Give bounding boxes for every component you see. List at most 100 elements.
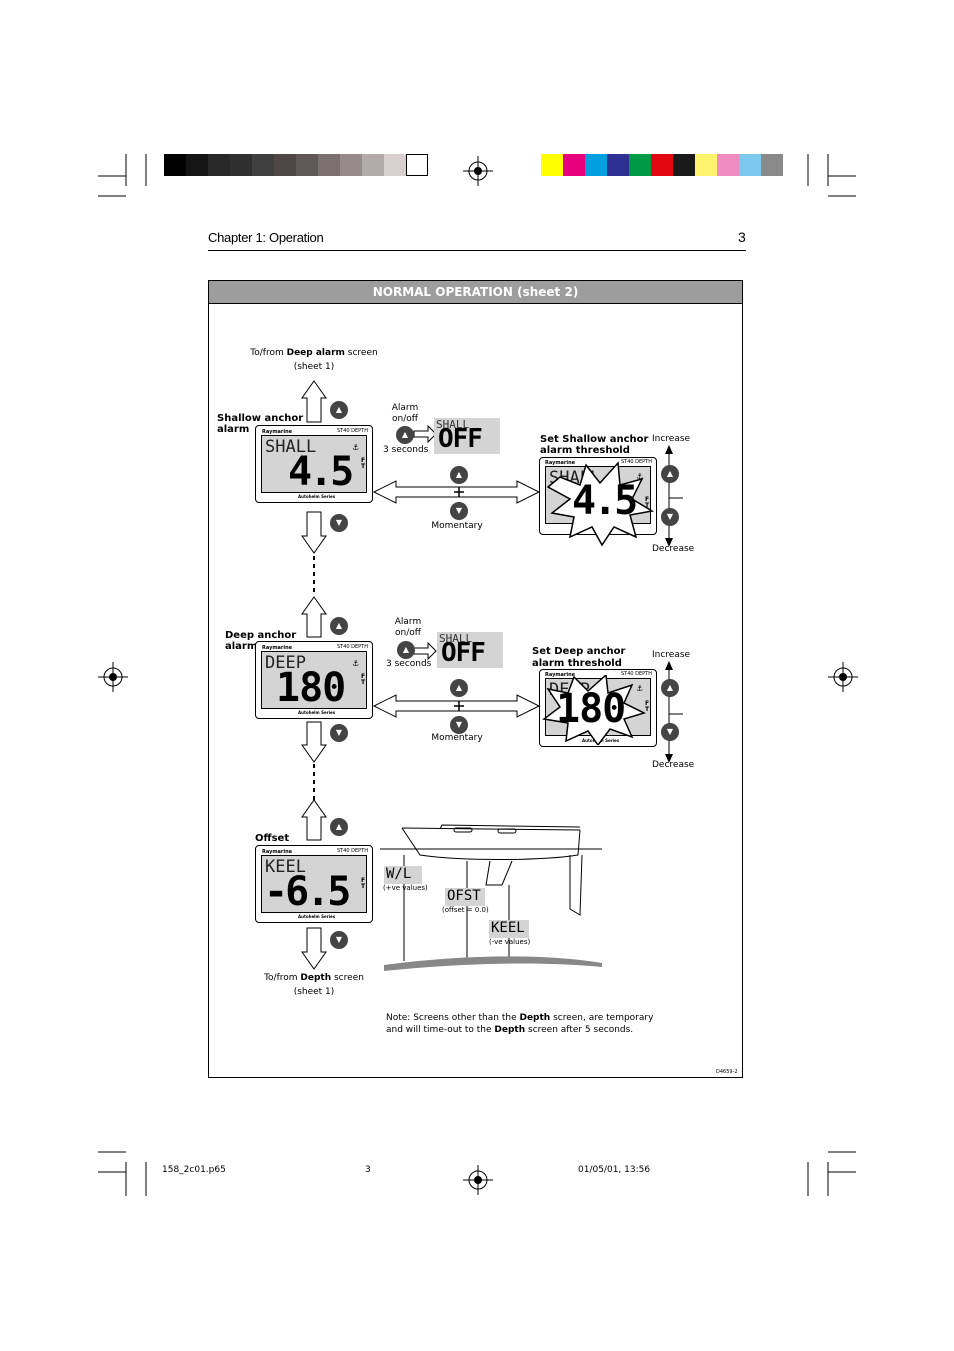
colour-swatch (717, 154, 739, 176)
panel-header (209, 281, 742, 304)
shallow-set-line2: alarm threshold (540, 445, 630, 456)
up-button[interactable]: ▲ (397, 641, 415, 659)
device-footer: Autohelm Series (298, 494, 336, 499)
slug-page: 3 (365, 1165, 371, 1175)
note-line2: and will time-out to the Depth screen af… (386, 1025, 633, 1036)
nav-bottom-prefix: To/from (264, 973, 301, 983)
deep-seconds: 3 seconds (386, 659, 432, 669)
figure-code: D4659-2 (716, 1069, 738, 1075)
panel-title: NORMAL OPERATION (sheet 2) (372, 285, 579, 299)
device-model: ST40 DEPTH (336, 848, 368, 854)
device-model: ST40 DEPTH (336, 644, 368, 650)
anchor-icon: ⚓ (636, 472, 644, 481)
off-value: OFF (441, 638, 486, 668)
chapter-title: Chapter 1: Operation (208, 230, 324, 245)
up-button[interactable]: ▲ (661, 679, 679, 697)
offset-label: Offset (255, 833, 290, 844)
unit-t: T (645, 502, 650, 509)
nav-bottom-bold: Depth (300, 973, 332, 983)
note-text: Note: Screens other than the (386, 1013, 520, 1023)
colour-swatch (541, 154, 563, 176)
device-footer: Autohelm Series (298, 710, 336, 715)
colour-swatch (739, 154, 761, 176)
up-button[interactable]: ▲ (661, 465, 679, 483)
note-line1: Note: Screens other than the Depth scree… (386, 1013, 653, 1024)
colour-swatch (673, 154, 695, 176)
colour-swatch (296, 154, 318, 176)
deep-alarm-display: Raymarine ST40 DEPTH DEEP 180 ⚓ F T Auto… (255, 641, 373, 719)
flash-burst (542, 675, 647, 745)
device-brand: Raymarine (545, 460, 576, 466)
up-button[interactable]: ▲ (330, 401, 348, 419)
nav-bottom-text: To/from Depth screen (245, 973, 383, 984)
up-button[interactable]: ▲ (330, 617, 348, 635)
deep-momentary: Momentary (431, 733, 483, 743)
colour-swatch (384, 154, 406, 176)
unit-f: F (361, 673, 366, 680)
device-model: ST40 DEPTH (336, 428, 368, 434)
deep-off-screen: SHALL OFF (437, 632, 503, 668)
lcd-word: KEEL (265, 857, 306, 877)
registration-target-bottom (463, 1165, 493, 1195)
nav-top-sheet: (sheet 1) (293, 362, 335, 372)
ofst-word: OFST (447, 888, 481, 904)
device-model: ST40 DEPTH (620, 459, 652, 465)
deep-label-line2: alarm (225, 641, 258, 652)
colour-swatch (406, 154, 428, 176)
down-button[interactable]: ▼ (330, 931, 348, 949)
deep-set-line1: Set Deep anchor (532, 646, 626, 657)
wl-screen: W/L (384, 866, 422, 884)
anchor-icon: ⚓ (636, 684, 644, 693)
colour-swatch (563, 154, 585, 176)
down-button[interactable]: ▼ (330, 724, 348, 742)
device-footer: Autohelm Series (298, 914, 336, 919)
down-button[interactable]: ▼ (661, 723, 679, 741)
colour-swatch (318, 154, 340, 176)
offset-display: Raymarine ST40 DEPTH KEEL -6.5 F T Autoh… (255, 845, 373, 923)
up-button[interactable]: ▲ (396, 426, 414, 444)
wl-word: W/L (386, 866, 412, 882)
boat-diagram (380, 824, 602, 971)
shallow-label-line1: Shallow anchor (217, 413, 304, 424)
keel-screen: KEEL (489, 920, 529, 938)
lcd-window: KEEL -6.5 F T (261, 855, 367, 915)
down-button[interactable]: ▼ (330, 514, 348, 532)
colour-swatch (230, 154, 252, 176)
shallow-label-line2: alarm (217, 424, 250, 435)
unit-f: F (645, 496, 650, 503)
shallow-alarm-line1: Alarm (391, 403, 419, 413)
shallow-decrease: Decrease (652, 544, 695, 554)
device-brand: Raymarine (545, 672, 576, 678)
note-bold: Depth (494, 1025, 526, 1035)
up-button[interactable]: ▲ (330, 818, 348, 836)
lcd-word: DEEP (265, 653, 306, 673)
keel-caption: (-ve values) (489, 938, 531, 946)
up-button[interactable]: ▲ (450, 679, 468, 697)
note-text: screen, are temporary (550, 1013, 654, 1023)
deep-alarm-line1: Alarm (394, 617, 422, 627)
unit-t: T (361, 679, 366, 686)
slug-file: 158_2c01.p65 (162, 1165, 226, 1175)
deep-set-line2: alarm threshold (532, 658, 622, 669)
unit-f: F (645, 700, 650, 707)
note-text: screen after 5 seconds. (525, 1025, 634, 1035)
colour-swatch (208, 154, 230, 176)
shallow-momentary: Momentary (431, 521, 483, 531)
device-brand: Raymarine (262, 849, 293, 855)
down-button[interactable]: ▼ (661, 508, 679, 526)
deep-increase: Increase (652, 650, 691, 660)
colour-swatch (651, 154, 673, 176)
lcd-word: SHALL (265, 437, 317, 457)
down-button[interactable]: ▼ (450, 502, 468, 520)
colour-swatch (340, 154, 362, 176)
device-brand: Raymarine (262, 429, 293, 435)
wl-caption: (+ve values) (383, 884, 428, 892)
note-bold: Depth (519, 1013, 551, 1023)
down-button[interactable]: ▼ (450, 716, 468, 734)
unit-t: T (645, 706, 650, 713)
nav-bottom-suffix: screen (331, 973, 364, 983)
up-button[interactable]: ▲ (450, 466, 468, 484)
colour-swatch (252, 154, 274, 176)
